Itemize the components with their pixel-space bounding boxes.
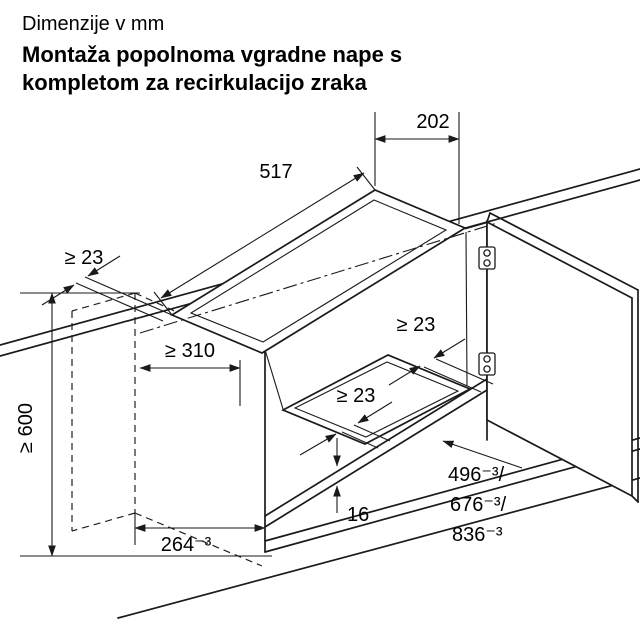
dim-label-16: 16: [347, 504, 369, 526]
hood-top-cutout: [139, 189, 498, 354]
cabinet-door-open: [486, 212, 639, 503]
dim-cabinet-widths: 496⁻³/ 676⁻³/ 836⁻³: [442, 440, 523, 546]
dim-label-width-3: 836⁻³: [452, 524, 503, 546]
dim-517: 517: [153, 161, 376, 316]
dim-310: ≥ 310: [139, 340, 241, 406]
dim-clearance-left: ≥ 23: [41, 247, 173, 322]
page-title: Dimenzije v mm: [22, 13, 164, 35]
dim-label-clearance-left: ≥ 23: [65, 247, 104, 269]
dim-202: 202: [374, 111, 460, 224]
hinge-icon: [478, 246, 496, 270]
dim-16: 16: [333, 438, 369, 526]
dim-label-517: 517: [259, 161, 292, 183]
dim-600: ≥ 600: [15, 292, 272, 557]
dim-clearance-front: ≥ 23: [299, 385, 393, 456]
diagram-title-line1: Montaža popolnoma vgradne nape s: [22, 42, 402, 67]
dim-label-width-2: 676⁻³/: [450, 494, 507, 516]
dim-label-600: ≥ 600: [15, 403, 37, 453]
dim-label-clearance-front: ≥ 23: [337, 385, 376, 407]
dim-label-310: ≥ 310: [165, 340, 215, 362]
dim-label-202: 202: [416, 111, 449, 133]
dim-clearance-right: ≥ 23: [388, 314, 494, 393]
hinge-icon: [478, 352, 496, 376]
dim-label-clearance-right: ≥ 23: [397, 314, 436, 336]
dim-label-264: 264⁻³: [161, 534, 212, 556]
shelf-opening: [280, 354, 473, 445]
dim-label-width-1: 496⁻³/: [448, 464, 505, 486]
diagram-title-line2: kompletom za recirkulacijo zraka: [22, 70, 368, 95]
dim-264: 264⁻³: [134, 513, 266, 556]
